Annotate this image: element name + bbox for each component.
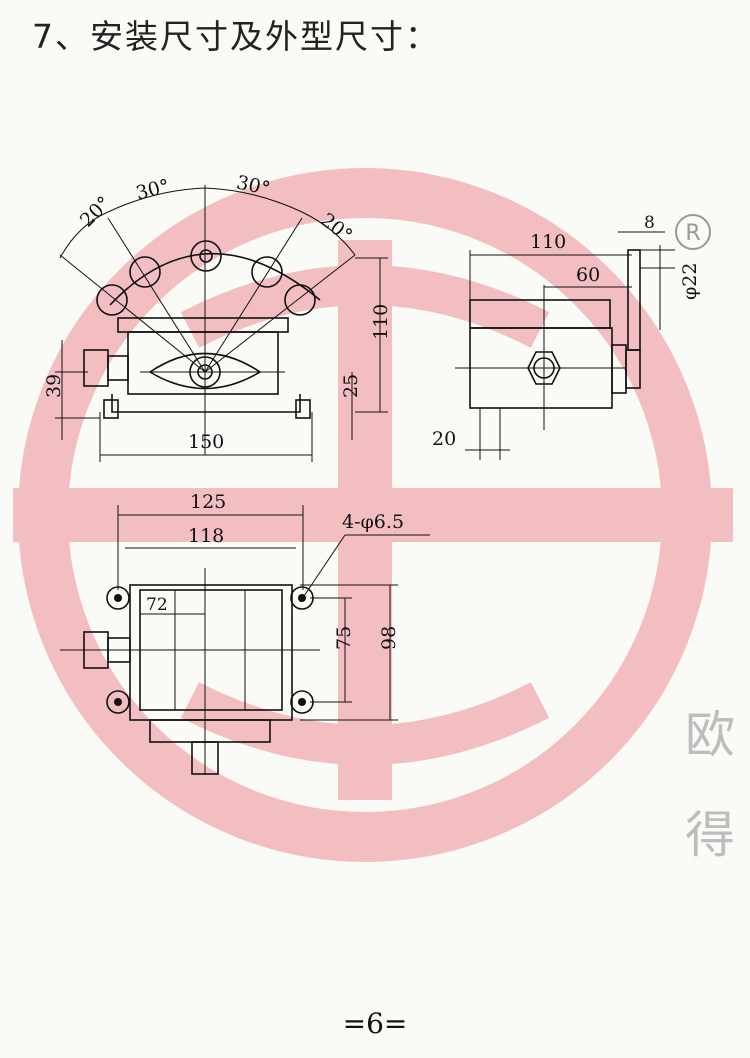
registered-letter: R <box>685 221 700 246</box>
height-holes-label: 75 <box>333 626 355 650</box>
depth-total-label: 110 <box>530 231 566 253</box>
depth-center-label: 60 <box>576 264 600 286</box>
front-view <box>55 185 388 462</box>
side-watermark-2: 得 <box>685 806 735 864</box>
hole-spec-label: 4-φ6.5 <box>342 511 404 533</box>
height-total-label: 110 <box>370 304 392 340</box>
shaft-diameter-label: φ22 <box>679 263 701 300</box>
width-outer-label: 125 <box>190 491 226 513</box>
page-number: =6= <box>342 1007 408 1040</box>
side-view <box>455 231 675 460</box>
page-heading: 7、安装尺寸及外型尺寸： <box>32 17 440 56</box>
boss-width-label: 8 <box>644 213 655 233</box>
watermark-logo <box>13 168 733 862</box>
width-holes-label: 118 <box>188 525 224 547</box>
angle-left-outer-label: 20° <box>76 192 115 231</box>
angle-left-inner-label: 30° <box>134 175 172 204</box>
registered-mark: R <box>675 214 711 250</box>
base-offset-label: 20 <box>432 428 456 450</box>
offset-72-label: 72 <box>146 595 168 615</box>
height-outer-label: 98 <box>378 626 400 650</box>
height-shaft-label: 25 <box>340 374 362 398</box>
width-total-label: 150 <box>188 431 224 453</box>
side-watermark-1: 欧 <box>685 706 735 764</box>
top-view <box>60 505 430 775</box>
height-cable-label: 39 <box>43 374 65 398</box>
